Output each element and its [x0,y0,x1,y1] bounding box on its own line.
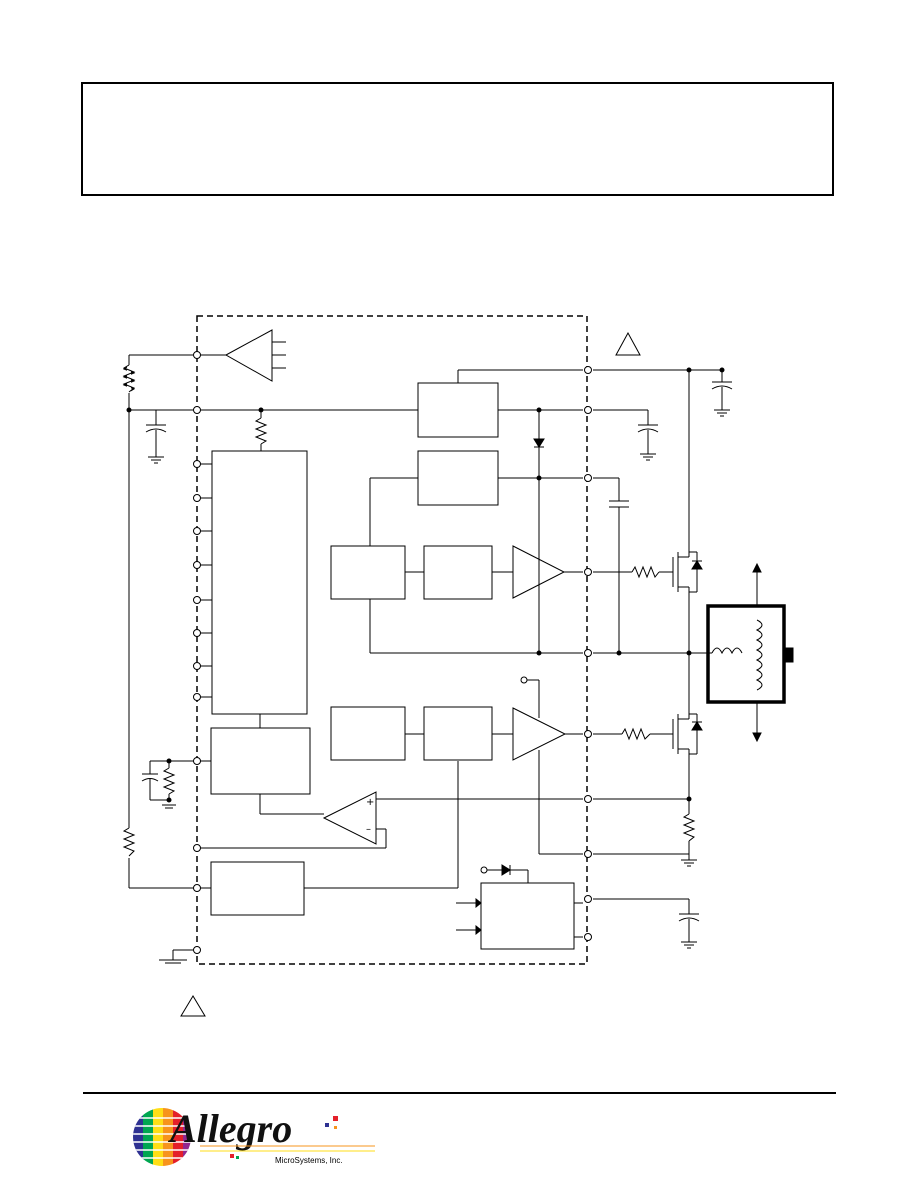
header-box [81,82,834,196]
pin [584,933,592,941]
brand-name: Allegro [167,1106,292,1151]
high-side-level-shift [423,545,493,600]
buffer-triangle [224,329,273,382]
pin [584,474,592,482]
pin [193,629,201,637]
pin [193,884,201,892]
warning-triangle-icon-note [180,995,206,1017]
svg-text:–: – [366,824,371,835]
resistor-r2 [122,827,136,857]
pin [584,895,592,903]
svg-text:+: + [366,797,374,808]
pin [193,351,201,359]
low-side-driver [512,707,567,761]
pin [584,795,592,803]
pin [584,366,592,374]
pin [584,850,592,858]
regulator-block [417,382,499,438]
pin [193,561,201,569]
pin [193,946,201,954]
chip-boundary [196,315,588,965]
allegro-logo: Allegro MicroSystems, Inc. [133,1106,375,1166]
pin [193,406,201,414]
pin [584,730,592,738]
footer-rule [83,1092,836,1094]
auxiliary-block [480,882,575,950]
pin [584,406,592,414]
pin [584,649,592,657]
low-side-level-shift [423,706,493,761]
pin [193,693,201,701]
warning-triangle-icon [615,331,641,356]
pin [193,527,201,535]
timer-block [210,861,305,916]
actuator-box [706,604,786,704]
pin [584,568,592,576]
high-side-logic-block [330,545,406,600]
brand-subtitle: MicroSystems, Inc. [275,1156,343,1165]
logo-sphere-icon [133,1108,191,1166]
logic-block [211,450,308,715]
pin [193,596,201,604]
comparator [322,791,377,845]
pin [193,460,201,468]
pin [193,757,201,765]
oscillator-block [210,727,311,795]
pin [193,494,201,502]
low-side-logic-block [330,706,406,761]
pin [193,662,201,670]
charge-pump-block [417,450,499,506]
pin [193,844,201,852]
diode [533,438,545,448]
